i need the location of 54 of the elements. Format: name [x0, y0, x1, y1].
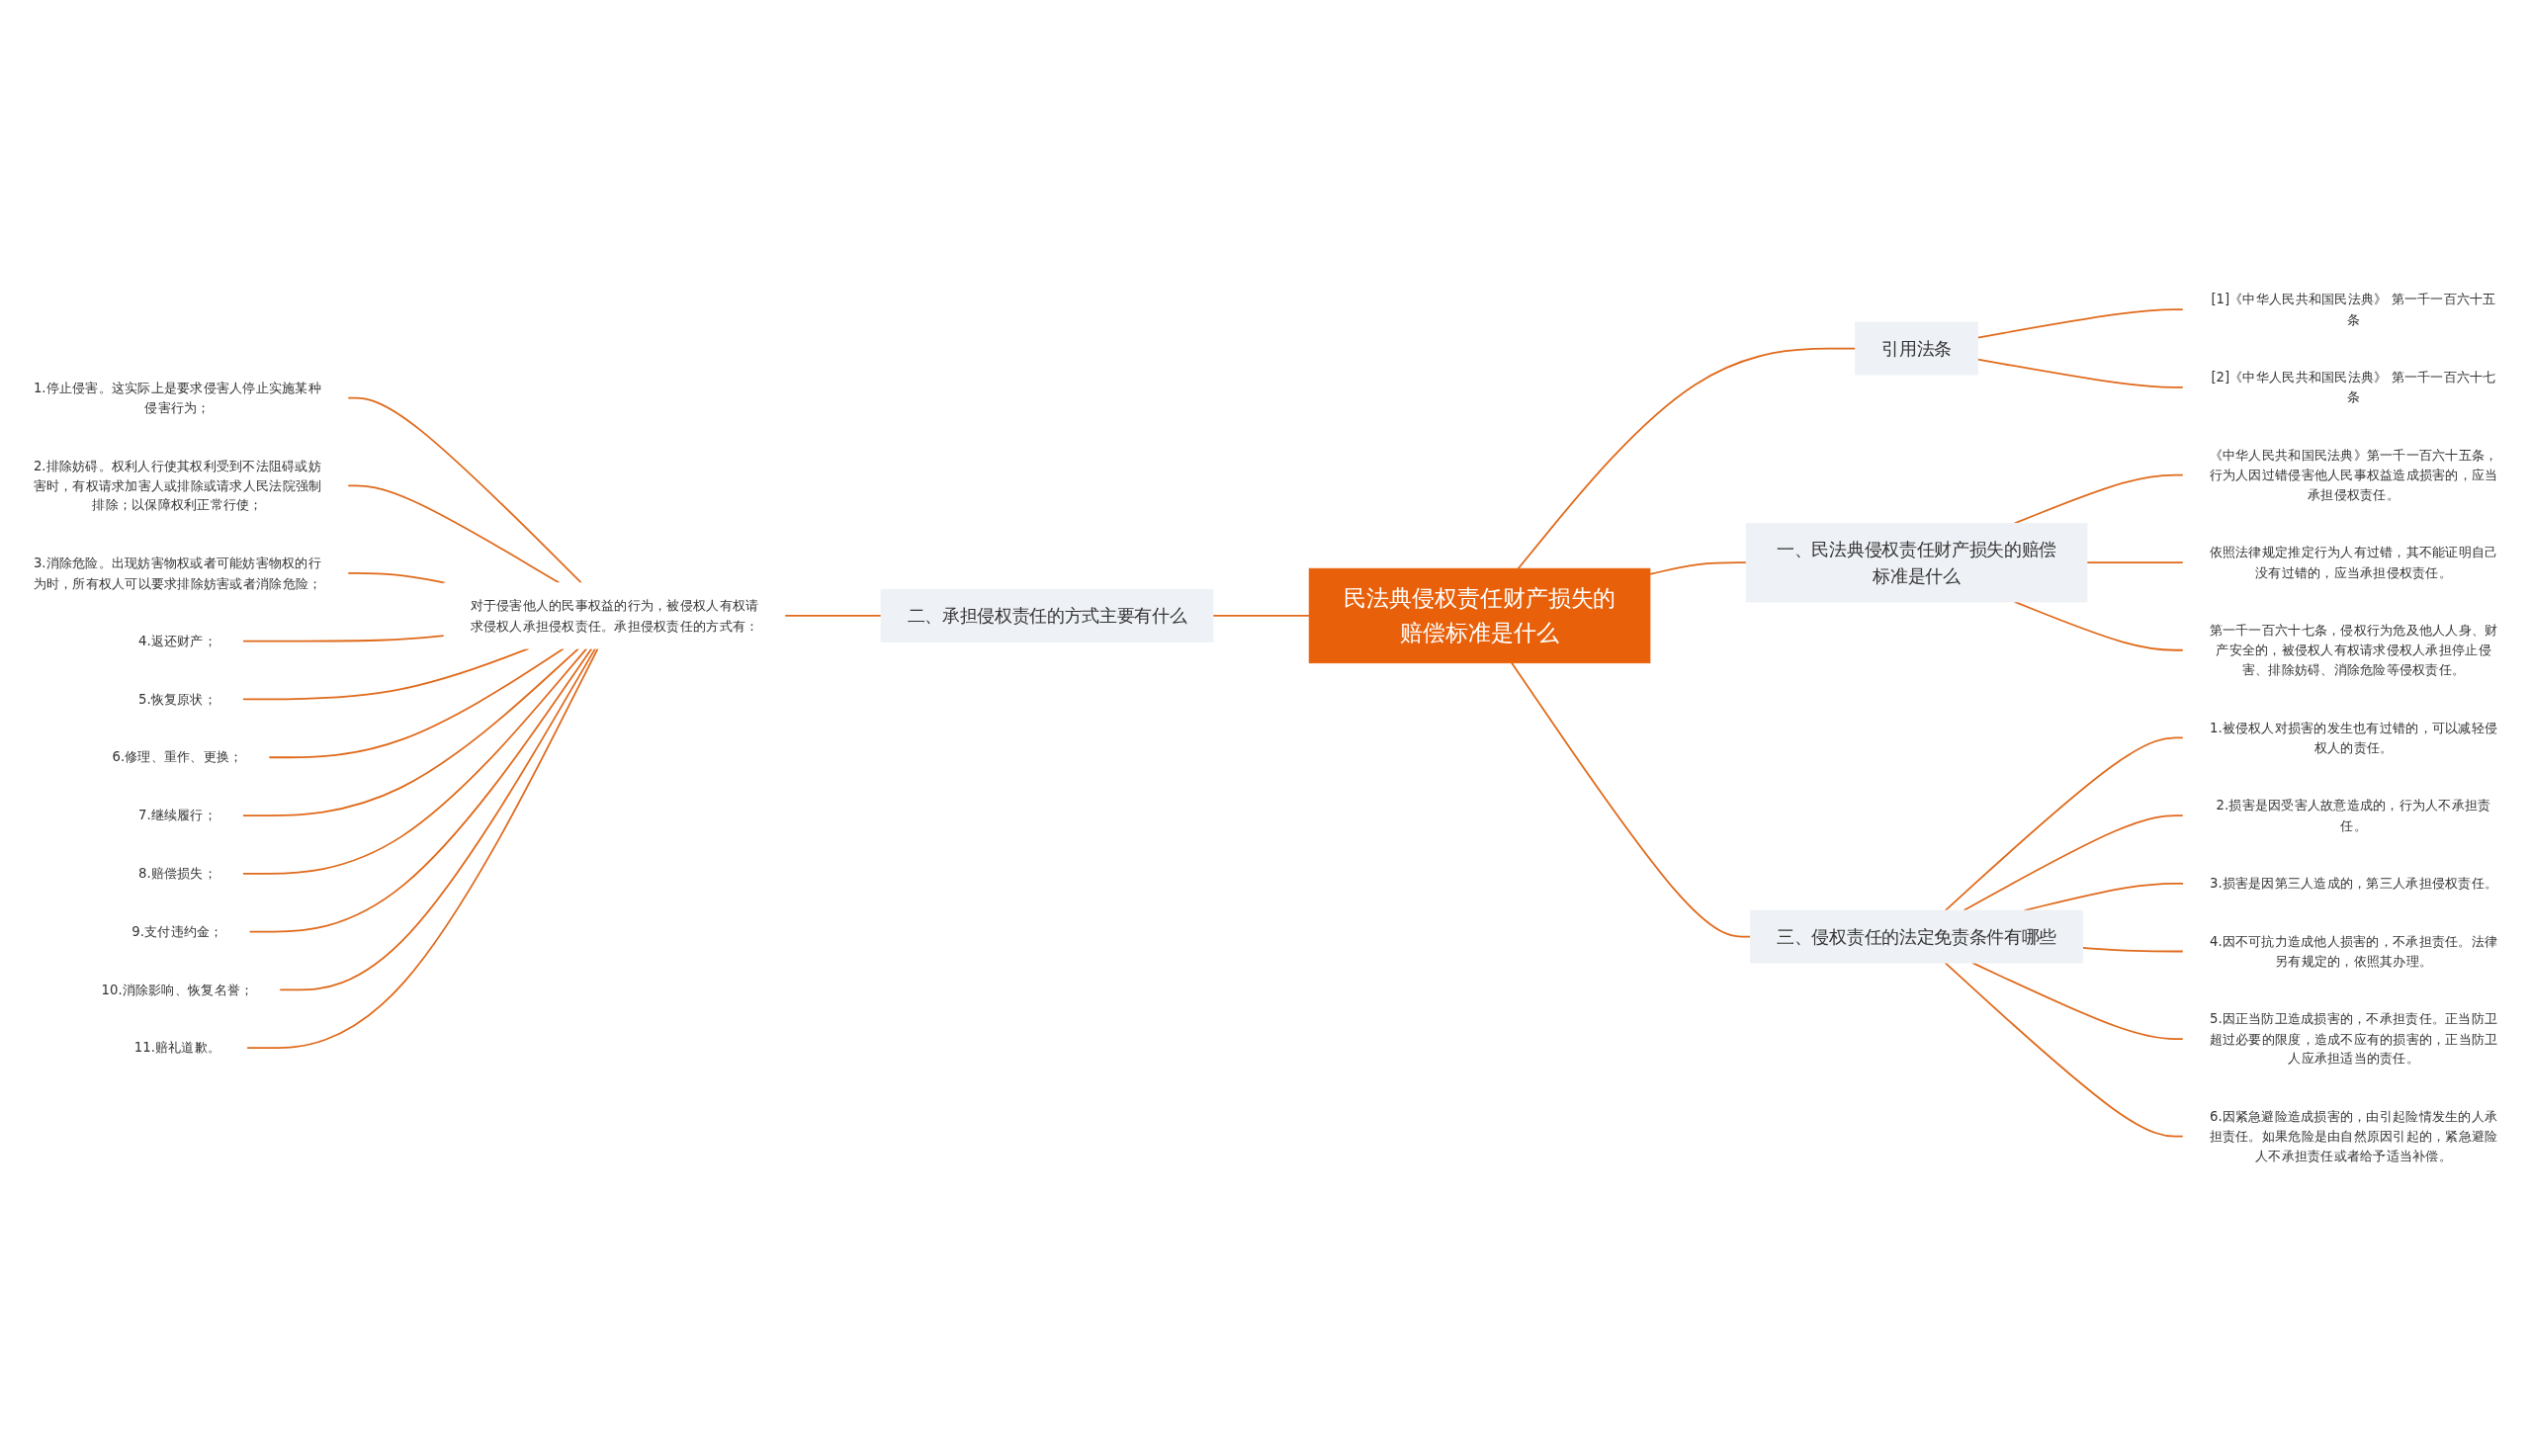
connector: [346, 484, 561, 584]
connector: [1511, 661, 1752, 938]
connector: [2081, 947, 2185, 953]
connector: [241, 647, 530, 701]
node-box: 二、承担侵权责任的方式主要有什么: [880, 589, 1214, 642]
node-text: 3.损害是因第三人造成的，第三人承担侵权责任。: [2209, 875, 2498, 892]
connector: [1971, 962, 2185, 1041]
node-text: 对于侵害他人的民事权益的行为，被侵权人有权请求侵权人承担侵权责任。承担侵权责任的方式有：: [470, 597, 759, 634]
connector: [245, 647, 599, 1050]
node-text: 6.修理、重作、更换；: [112, 749, 243, 766]
node-text: 11.赔礼道歉。: [133, 1040, 221, 1056]
connector: [248, 647, 593, 933]
connector: [1649, 561, 1748, 575]
node-text: 2.排除妨碍。权利人行使其权利受到不法阻碍或妨害时，有权请求加害人或排除或请求人民法院强制排除；以保障权利正常行使；: [33, 458, 322, 514]
connector: [278, 647, 596, 991]
connector: [241, 635, 445, 642]
node-text: 2.损害是因受害人故意造成的，行为人不承担责任。: [2216, 798, 2491, 833]
node-box: 一、民法典侵权责任财产损失的赔偿标准是什么: [1745, 523, 2088, 603]
connector: [1944, 962, 2185, 1138]
node-text: 1.被侵权人对损害的发生也有过错的，可以减轻侵权人的责任。: [2209, 720, 2498, 756]
node-text: 10.消除影响、恢复名誉；: [101, 982, 254, 998]
connector: [783, 615, 882, 617]
connector: [1944, 736, 2185, 912]
node-text: [1]《中华人民共和国民法典》 第一千一百六十五条: [2211, 292, 2496, 327]
connector: [241, 647, 588, 875]
node-text: 9.支付违约金；: [131, 923, 223, 940]
connector: [268, 647, 566, 759]
connector: [1976, 358, 2185, 388]
node-box: 民法典侵权责任财产损失的赔偿标准是什么: [1308, 567, 1651, 664]
node-text: 6.因紧急避险造成损害的，由引起险情发生的人承担责任。如果危险是由自然原因引起的，紧急避险人不承担责任或者给予适当补偿。: [2209, 1108, 2498, 1164]
connector: [1212, 615, 1311, 617]
connector: [1963, 814, 2185, 912]
connector: [346, 572, 447, 584]
connector: [241, 647, 580, 816]
node-text: 5.因正当防卫造成损害的，不承担责任。正当防卫超过必要的限度，造成不应有的损害的，正当防卫人应承担适当的责任。: [2209, 1011, 2498, 1067]
node-text: [2]《中华人民共和国民法典》 第一千一百六十七条: [2211, 369, 2496, 405]
connector: [1976, 308, 2185, 339]
connector: [346, 396, 583, 584]
node-text: 5.恢复原状；: [137, 691, 217, 708]
node-text: 3.消除危险。出现妨害物权或者可能妨害物权的行为时，所有权人可以要求排除妨害或者消除危险；: [33, 555, 322, 591]
node-text: 第一千一百六十七条，侵权行为危及他人人身、财产安全的，被侵权人有权请求侵权人承担停止侵害、排除妨碍、消除危险等侵权责任。: [2209, 622, 2498, 678]
node-box: 三、侵权责任的法定免责条件有哪些: [1750, 909, 2083, 964]
node-text: 《中华人民共和国民法典》第一千一百六十五条，行为人因过错侵害他人民事权益造成损害的，应当承担侵权责任。: [2209, 447, 2498, 503]
node-text: 8.赔偿损失；: [137, 865, 217, 882]
node-box: 引用法条: [1855, 321, 1978, 376]
node-text: 7.继续履行；: [137, 807, 217, 823]
node-text: 1.停止侵害。这实际上是要求侵害人停止实施某种侵害行为；: [33, 380, 322, 416]
connector: [2013, 473, 2185, 525]
node-text: 依照法律规定推定行为人有过错，其不能证明自己没有过错的，应当承担侵权责任。: [2209, 545, 2498, 580]
connector: [2086, 561, 2185, 564]
connector: [1517, 347, 1857, 570]
connector: [2013, 601, 2185, 651]
node-text: 4.因不可抗力造成他人损害的，不承担责任。法律另有规定的，依照其办理。: [2209, 933, 2498, 970]
node-text: 4.返还财产；: [137, 633, 217, 649]
